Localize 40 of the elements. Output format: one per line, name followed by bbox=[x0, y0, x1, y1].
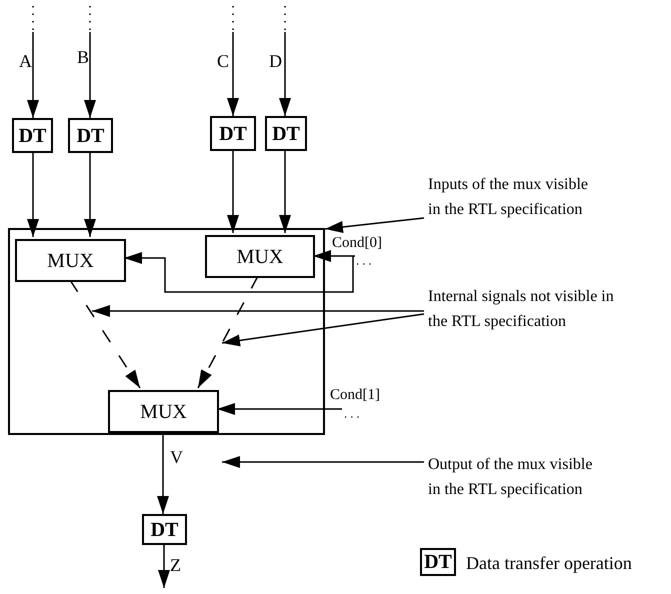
arrow bbox=[227, 32, 239, 116]
arrow bbox=[222, 456, 424, 468]
arrow bbox=[124, 252, 354, 293]
arrow bbox=[27, 153, 39, 237]
arrow bbox=[158, 545, 170, 588]
arrow bbox=[313, 250, 355, 262]
signal-label: D bbox=[269, 52, 282, 70]
dashed-arrow bbox=[69, 280, 141, 388]
dt-block: DT bbox=[12, 118, 53, 153]
arrow bbox=[92, 305, 424, 317]
signal-label: A bbox=[19, 52, 32, 70]
dashed-arrow bbox=[197, 276, 259, 388]
annotation-text: Internal signals not visible in the RTL specification bbox=[424, 284, 624, 340]
signal-label: C bbox=[217, 52, 230, 70]
mux-block: MUX bbox=[15, 239, 126, 282]
arrow bbox=[27, 32, 39, 118]
dt-block: DT bbox=[210, 116, 256, 151]
dt-block: DT bbox=[68, 118, 113, 153]
arrow bbox=[217, 403, 342, 415]
annotation-text: Inputs of the mux visible in the RTL specification bbox=[424, 172, 604, 228]
arrow bbox=[324, 217, 424, 233]
arrow bbox=[279, 151, 291, 233]
signal-label: V bbox=[170, 448, 183, 466]
arrow bbox=[227, 151, 239, 233]
dt-block: DT bbox=[420, 548, 456, 576]
mux-block: MUX bbox=[205, 235, 315, 278]
arrow bbox=[84, 153, 96, 237]
dt-block: DT bbox=[142, 514, 187, 545]
signal-label: Cond[0] bbox=[332, 236, 382, 251]
signal-label: Z bbox=[170, 556, 181, 574]
annotation-text: Output of the mux visible in the RTL specification bbox=[424, 452, 604, 508]
enclosing-frame bbox=[8, 228, 325, 435]
signal-label: Cond[1] bbox=[330, 388, 380, 403]
arrow bbox=[84, 32, 96, 118]
signal-label: B bbox=[77, 48, 90, 66]
mux-block: MUX bbox=[108, 390, 219, 433]
dt-block: DT bbox=[265, 116, 307, 151]
arrow bbox=[279, 32, 291, 116]
legend-text: Data transfer operation bbox=[466, 552, 632, 575]
arrow bbox=[222, 313, 424, 346]
